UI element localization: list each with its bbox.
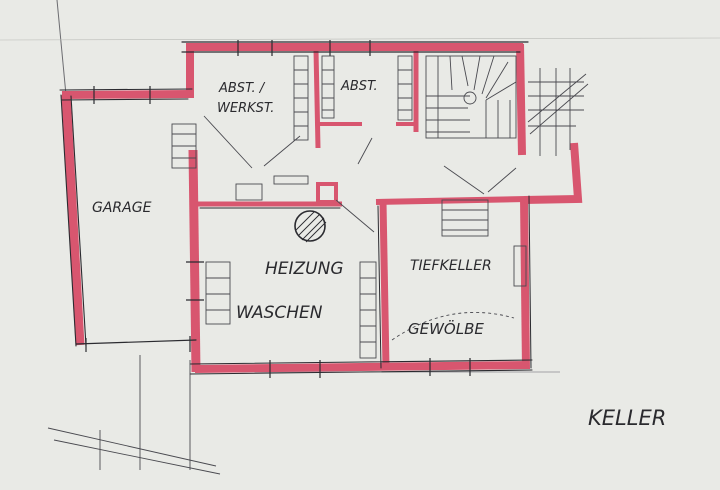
walls xyxy=(61,43,583,373)
shelf-racks xyxy=(205,55,527,359)
unit-near-heating xyxy=(235,183,263,201)
cellar-steps xyxy=(441,199,489,237)
wall-west-middle xyxy=(188,149,201,373)
wall-workshop-east xyxy=(313,49,321,149)
shelf-laundry-left xyxy=(205,261,231,325)
wall-east-lower xyxy=(520,197,530,370)
room-label-cellar: TIEFKELLER xyxy=(410,258,492,274)
shelf-storage-2 xyxy=(397,55,413,121)
chimney-block xyxy=(316,182,338,204)
room-label-garage: GARAGE xyxy=(92,200,152,216)
shelf-cellar xyxy=(513,245,527,287)
wall-cellar-north xyxy=(375,196,527,205)
guide-line-left xyxy=(56,0,67,96)
room-label-workshop-part2: WERKST. xyxy=(217,101,274,116)
wall-east-upper xyxy=(516,43,526,156)
wall-east-step xyxy=(523,142,583,204)
room-label-vault: GEWÖLBE xyxy=(408,319,484,338)
guide-line-top xyxy=(0,37,720,41)
unit-near-heating-2 xyxy=(273,175,309,185)
door-swings xyxy=(263,135,517,341)
exterior-stair xyxy=(527,68,589,156)
boiler xyxy=(294,210,327,243)
room-label-storage: ABST. xyxy=(340,79,378,94)
room-label-heating: HEIZUNG xyxy=(265,259,344,279)
room-label-workshop-line1: ABST. / WERKST. xyxy=(217,81,274,116)
wall-cellar-west xyxy=(379,201,390,369)
shelf-storage xyxy=(321,55,335,119)
driveway-lines xyxy=(47,355,221,475)
window-marks xyxy=(85,40,471,378)
wall-south xyxy=(194,361,529,373)
room-label-workshop-part1: ABST. / xyxy=(218,81,266,96)
wall-garage-north xyxy=(61,90,191,99)
floor-label: KELLER xyxy=(588,406,666,430)
garage-steps xyxy=(171,115,253,169)
main-staircase xyxy=(425,55,517,139)
wall-garage-west xyxy=(61,94,85,346)
room-label-laundry: WASCHEN xyxy=(236,303,323,323)
